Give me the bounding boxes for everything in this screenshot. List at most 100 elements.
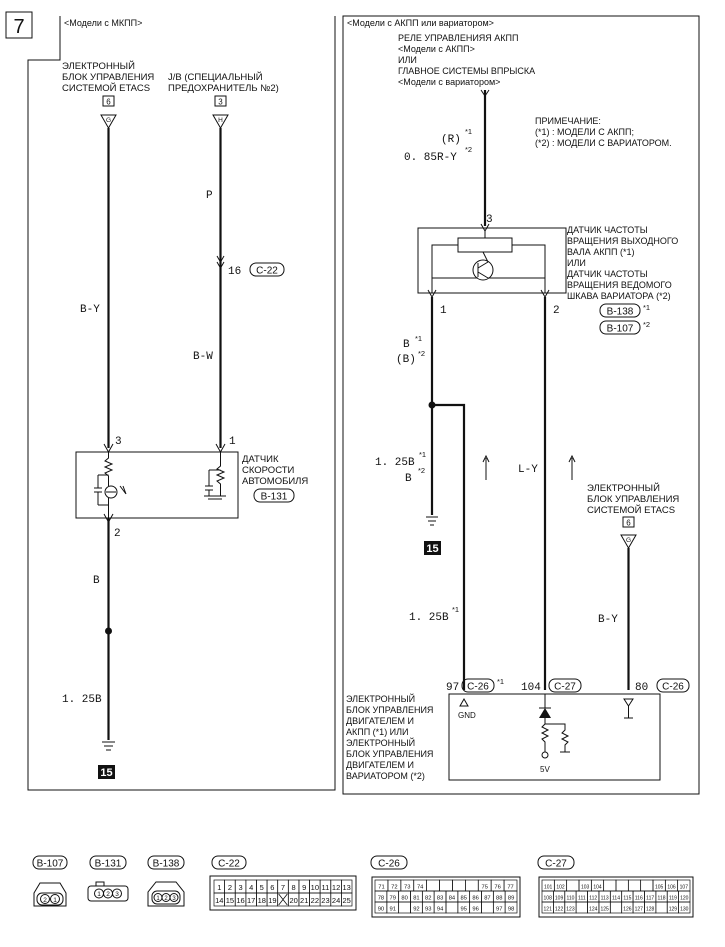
ground-point-15-right — [424, 541, 441, 555]
svg-text:G: G — [106, 117, 111, 124]
svg-text:1: 1 — [97, 891, 101, 898]
ecu-label: ЭЛЕКТРОННЫЙ БЛОК УПРАВЛЕНИЯ ДВИГАТЕЛЕМ И… — [346, 693, 433, 781]
pin-number: 127 — [635, 906, 644, 912]
left-panel: <Модели с МКПП> ЭЛЕКТРОННЫЙ БЛОК УПРАВЛЕ… — [62, 18, 308, 779]
connector-face-views: B-107 2 1 B-131 1 2 3 B-138 — [32, 855, 694, 918]
pin-number: 72 — [391, 884, 397, 890]
page-number: 7 — [13, 16, 24, 38]
svg-text:БЛОК УПРАВЛЕНИЯ: БЛОК УПРАВЛЕНИЯ — [346, 749, 433, 759]
pin-number: 71 — [378, 884, 384, 890]
pin-cell — [575, 901, 588, 914]
right-etacs-label: ЭЛЕКТРОННЫЙ БЛОК УПРАВЛЕНИЯ СИСТЕМОЙ ETA… — [587, 482, 679, 516]
svg-text:<Модели с вариатором>: <Модели с вариатором> — [398, 77, 500, 87]
pin-number: 101 — [544, 884, 553, 890]
pin-cell — [603, 879, 617, 892]
pin-cell — [398, 901, 411, 914]
svg-text:*2: *2 — [643, 320, 650, 329]
ground-symbol-right — [426, 516, 438, 526]
ground-point-15-left — [98, 765, 115, 779]
pin-number: 3 — [238, 883, 242, 892]
svg-text:*1: *1 — [452, 605, 459, 614]
svg-text:C-27: C-27 — [554, 682, 576, 693]
svg-text:C-22: C-22 — [256, 266, 278, 277]
label-b-paren: (B) — [396, 354, 416, 366]
conn-c-26b-badge — [656, 678, 690, 693]
svg-text:B-107: B-107 — [37, 859, 64, 870]
wire-125b-to-ecu — [432, 403, 466, 690]
svg-text:15: 15 — [426, 543, 438, 555]
left-jb-connector — [214, 95, 227, 107]
left-etacs-connector — [102, 95, 115, 107]
svg-text:3: 3 — [115, 436, 122, 448]
pin-cell — [504, 901, 518, 914]
pin-number: 87 — [484, 895, 490, 901]
right-etacs-connector — [622, 516, 635, 528]
pin-cell — [465, 879, 479, 892]
pin-number: 116 — [635, 895, 643, 901]
pin-number: 128 — [646, 906, 655, 912]
pin-number: 22 — [311, 896, 319, 905]
pin-number: 105 — [655, 884, 664, 890]
svg-text:ЭЛЕКТРОННЫЙ: ЭЛЕКТРОННЫЙ — [346, 737, 415, 748]
pin-cell — [445, 901, 459, 914]
svg-text:*2: *2 — [465, 145, 472, 154]
pin-number: 11 — [322, 883, 330, 892]
label-b-right-2: B — [405, 473, 412, 485]
pin-number: 7 — [281, 883, 285, 892]
pin-cell — [640, 879, 654, 892]
label-pin-16: 16 — [228, 266, 241, 278]
svg-text:97: 97 — [446, 682, 459, 694]
svg-text:6: 6 — [106, 98, 111, 107]
svg-text:СИСТЕМОЙ ETACS: СИСТЕМОЙ ETACS — [587, 504, 675, 516]
svg-text:ВАЛА АКПП (*1): ВАЛА АКПП (*1) — [567, 247, 635, 257]
svg-text:ПРИМЕЧАНИЕ:: ПРИМЕЧАНИЕ: — [535, 116, 601, 126]
svg-text:2: 2 — [164, 896, 168, 902]
svg-text:ИЛИ: ИЛИ — [567, 258, 586, 268]
label-b-y: B-Y — [80, 304, 100, 316]
pin-number: 15 — [226, 896, 234, 905]
svg-text:C-26: C-26 — [662, 682, 684, 693]
svg-text:80: 80 — [635, 682, 648, 694]
pin-number: 24 — [332, 896, 340, 905]
pin-number: 10 — [311, 883, 319, 892]
svg-text:C-26: C-26 — [467, 682, 489, 693]
vss-internal-symbol — [94, 452, 226, 518]
conn-c-22-badge — [249, 262, 285, 277]
svg-text:1: 1 — [156, 896, 160, 902]
label-b-right: B — [403, 339, 410, 351]
svg-text:5V: 5V — [540, 765, 550, 774]
svg-text:<Модели с АКПП>: <Модели с АКПП> — [398, 44, 475, 54]
pin-number: 1 — [217, 883, 221, 892]
pin-cell — [566, 879, 580, 892]
svg-text:1: 1 — [229, 436, 236, 448]
pin-number: 124 — [589, 906, 598, 912]
conn-c-26-badge — [461, 678, 495, 693]
svg-text:ЭЛЕКТРОННЫЙ: ЭЛЕКТРОННЫЙ — [62, 60, 135, 72]
svg-text:ПРЕДОХРАНИТЕЛЬ №2): ПРЕДОХРАНИТЕЛЬ №2) — [168, 83, 279, 94]
pin-number: 12 — [332, 883, 340, 892]
left-pin-h-triangle — [212, 114, 229, 130]
ground-symbol-left — [102, 741, 115, 751]
engine-ecu-box — [448, 693, 661, 781]
pin-number: 95 — [461, 906, 467, 912]
pin-number: 125 — [600, 906, 609, 912]
pin-number: 5 — [260, 883, 264, 892]
svg-text:АВТОМОБИЛЯ: АВТОМОБИЛЯ — [242, 476, 308, 487]
label-1-25b-left: 1. 25B — [62, 694, 102, 706]
pin-number: 103 — [581, 884, 590, 890]
svg-text:1: 1 — [440, 305, 447, 317]
pin-number: 74 — [417, 884, 424, 890]
label-b-y-right: B-Y — [598, 614, 618, 626]
pin-number: 115 — [623, 895, 631, 901]
svg-text:БЛОК УПРАВЛЕНИЯ: БЛОК УПРАВЛЕНИЯ — [62, 72, 154, 83]
relay-label: РЕЛЕ УПРАВЛЕНИЯЯ АКПП <Модели с АКПП> ИЛ… — [398, 33, 535, 87]
splice-point — [105, 627, 112, 635]
svg-text:G: G — [626, 537, 631, 544]
svg-text:2: 2 — [106, 891, 110, 898]
svg-text:B-138: B-138 — [607, 307, 634, 318]
svg-text:(*1) : МОДЕЛИ С АКПП;: (*1) : МОДЕЛИ С АКПП; — [535, 127, 634, 137]
pin-number: 122 — [555, 906, 564, 912]
svg-text:2: 2 — [553, 305, 560, 317]
